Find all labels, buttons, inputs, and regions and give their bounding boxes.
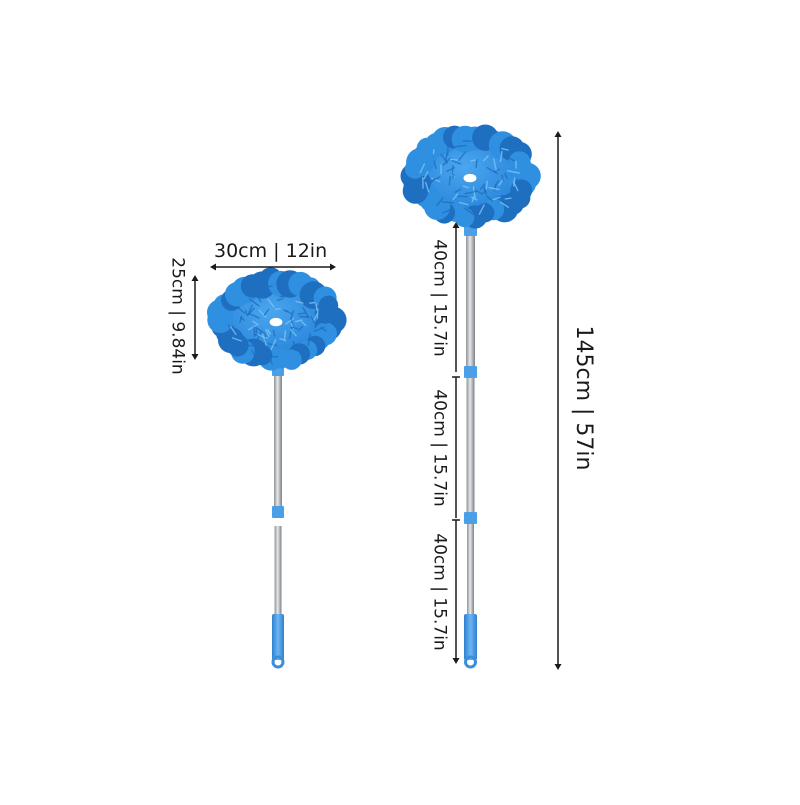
segment-dimension-line-1: [452, 222, 460, 377]
short-height-dimension-line: [192, 275, 199, 360]
short-height-label: 25cm | 9.84in: [169, 257, 186, 374]
long-duster-head: [401, 125, 541, 229]
short-grip: [272, 614, 284, 667]
segment-label-2: 40cm | 15.7in: [431, 389, 448, 506]
short-duster-head: [207, 267, 347, 370]
segment-label-3: 40cm | 15.7in: [431, 533, 448, 650]
total-length-dimension-line: [555, 131, 562, 670]
long-pole: [464, 220, 477, 620]
long-duster: [401, 125, 541, 668]
total-length-label: 145cm | 57in: [572, 326, 594, 471]
short-width-label: 30cm | 12in: [214, 242, 327, 261]
short-duster: [207, 267, 347, 667]
short-pole: [272, 360, 284, 618]
segment-dimension-line-2: [452, 377, 460, 520]
segment-dimension-line-3: [453, 520, 460, 664]
segment-label-1: 40cm | 15.7in: [431, 239, 448, 356]
long-grip: [464, 614, 477, 667]
